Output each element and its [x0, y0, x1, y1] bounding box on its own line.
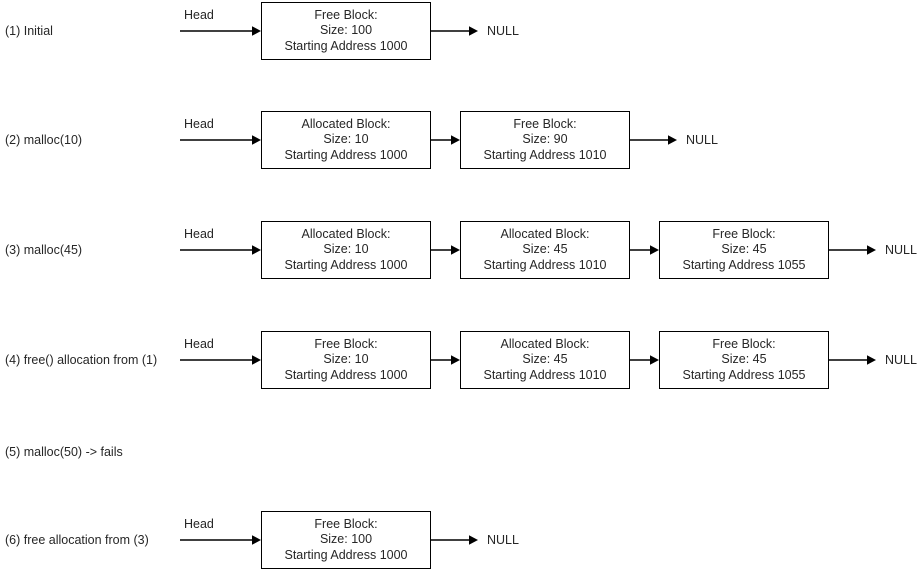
block-size-text: Size: 100	[319, 532, 373, 547]
block-address-text: Starting Address 1000	[284, 38, 408, 53]
step-label: (1) Initial	[5, 24, 53, 38]
null-arrow	[630, 135, 677, 145]
null-label: NULL	[885, 243, 917, 257]
block-type-text: Free Block:	[513, 116, 577, 131]
head-label: Head	[184, 8, 214, 22]
block-address-text: Starting Address 1000	[284, 147, 408, 162]
block-address-text: Starting Address 1010	[483, 367, 607, 382]
block-size-text: Size: 45	[721, 352, 767, 367]
head-label: Head	[184, 227, 214, 241]
block-size-text: Size: 90	[522, 132, 568, 147]
head-arrow	[180, 535, 261, 545]
head-label: Head	[184, 337, 214, 351]
step-label: (2) malloc(10)	[5, 133, 83, 147]
block-address-text: Starting Address 1010	[483, 147, 607, 162]
block-size-text: Size: 10	[323, 132, 369, 147]
null-arrow	[829, 355, 876, 365]
step-label: (5) malloc(50) -> fails	[5, 445, 123, 459]
null-arrow	[431, 26, 478, 36]
block-size-text: Size: 45	[721, 242, 767, 257]
block-connector-arrow	[431, 135, 460, 145]
block-type-text: Free Block:	[712, 336, 776, 351]
head-arrow	[180, 355, 261, 365]
head-label: Head	[184, 517, 214, 531]
block-connector-arrow	[630, 355, 659, 365]
block-type-text: Free Block:	[314, 336, 378, 351]
block-size-text: Size: 45	[522, 352, 568, 367]
head-arrow	[180, 135, 261, 145]
null-label: NULL	[487, 24, 519, 38]
block-address-text: Starting Address 1000	[284, 367, 408, 382]
null-label: NULL	[487, 533, 519, 547]
block-connector-arrow	[431, 355, 460, 365]
head-arrow	[180, 245, 261, 255]
block-type-text: Allocated Block:	[301, 116, 391, 131]
step-label: (3) malloc(45)	[5, 243, 83, 257]
block-size-text: Size: 45	[522, 242, 568, 257]
block-address-text: Starting Address 1010	[483, 257, 607, 272]
null-arrow	[431, 535, 478, 545]
head-arrow	[180, 26, 261, 36]
block-size-text: Size: 10	[323, 352, 369, 367]
null-label: NULL	[686, 133, 718, 147]
null-arrow	[829, 245, 876, 255]
head-label: Head	[184, 117, 214, 131]
block-address-text: Starting Address 1055	[682, 367, 806, 382]
step-label: (6) free allocation from (3)	[5, 533, 149, 547]
block-connector-arrow	[630, 245, 659, 255]
null-label: NULL	[885, 353, 917, 367]
step-label: (4) free() allocation from (1)	[5, 353, 158, 367]
block-type-text: Allocated Block:	[500, 226, 590, 241]
block-address-text: Starting Address 1000	[284, 547, 408, 562]
block-address-text: Starting Address 1000	[284, 257, 408, 272]
block-type-text: Allocated Block:	[301, 226, 391, 241]
block-size-text: Size: 100	[319, 23, 373, 38]
block-connector-arrow	[431, 245, 460, 255]
block-type-text: Allocated Block:	[500, 336, 590, 351]
block-size-text: Size: 10	[323, 242, 369, 257]
block-address-text: Starting Address 1055	[682, 257, 806, 272]
block-type-text: Free Block:	[314, 7, 378, 22]
block-type-text: Free Block:	[314, 516, 378, 531]
block-type-text: Free Block:	[712, 226, 776, 241]
